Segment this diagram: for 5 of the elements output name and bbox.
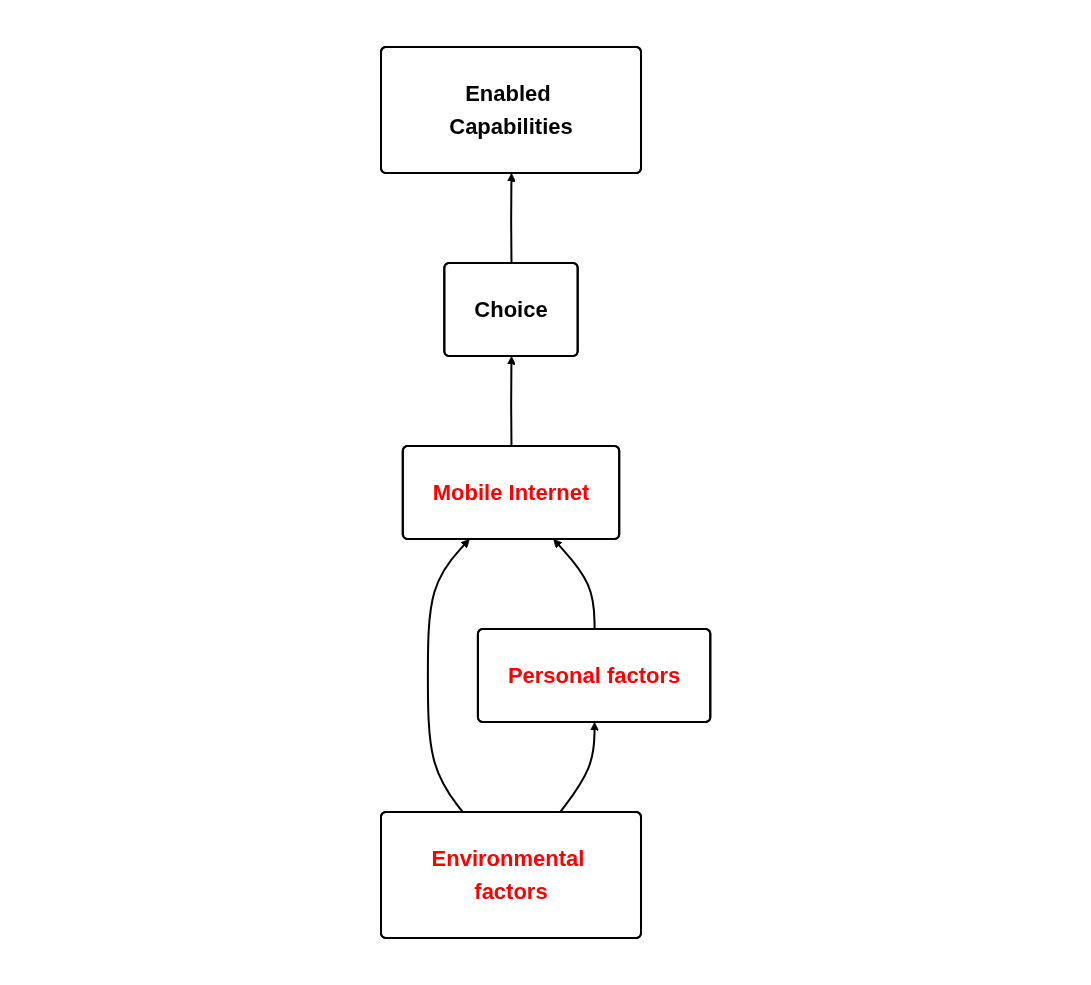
arrow <box>506 173 516 265</box>
node-text: Environmental factors <box>431 845 585 904</box>
arrow <box>506 356 516 448</box>
node-text: Enabled Capabilities <box>449 81 573 140</box>
arrow <box>553 539 596 631</box>
